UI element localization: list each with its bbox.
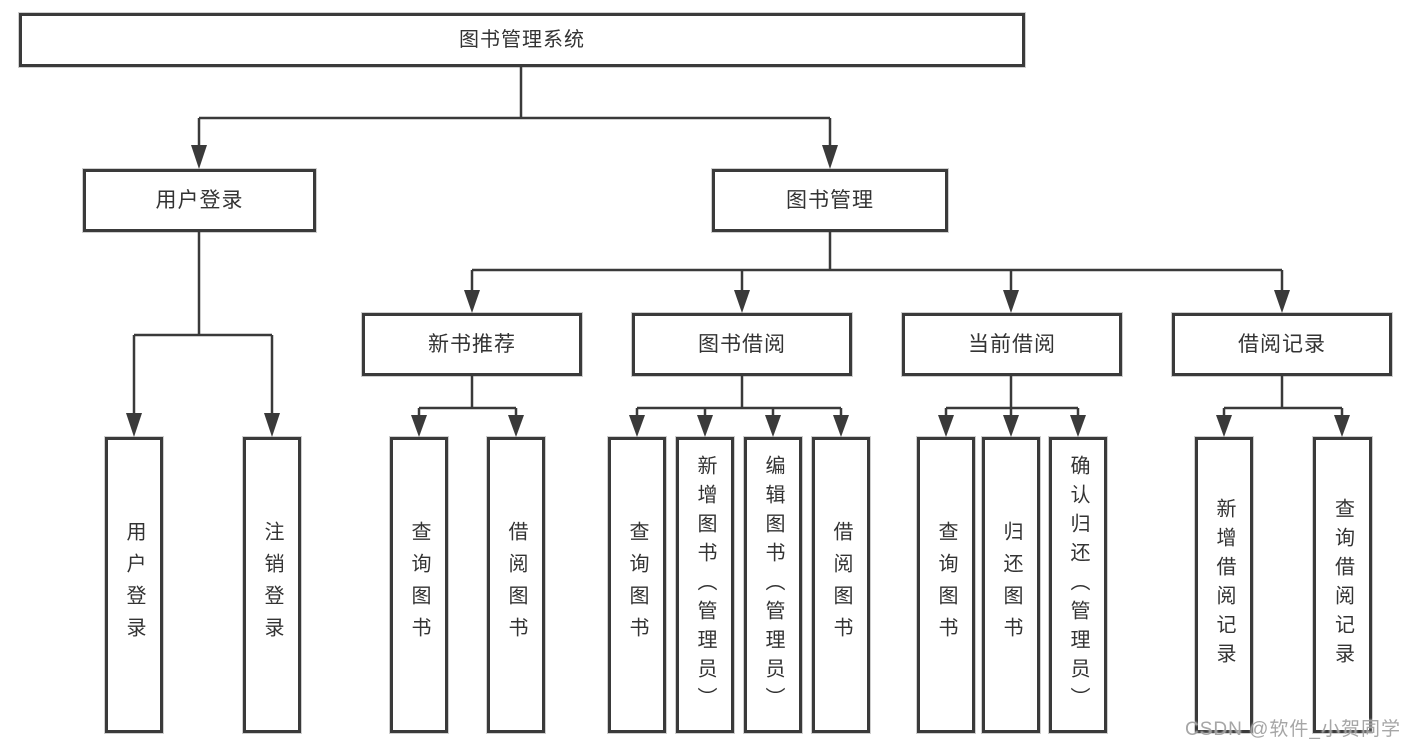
node-borrowing-records: 借阅记录 [1172, 313, 1392, 376]
leaf-borrow-books-recommend: 借阅图书 [487, 437, 545, 733]
node-user-login: 用户登录 [83, 169, 316, 232]
leaf-edit-book-admin: 编辑图书（管理员） [744, 437, 802, 733]
leaf-add-borrow-record: 新增借阅记录 [1195, 437, 1253, 733]
leaf-query-borrow-record: 查询借阅记录 [1313, 437, 1372, 733]
leaf-logout: 注销登录 [243, 437, 301, 733]
csdn-watermark: CSDN @软件_小贺同学 [1185, 719, 1401, 740]
leaf-add-book-admin: 新增图书（管理员） [676, 437, 734, 733]
leaf-query-books-recommend: 查询图书 [390, 437, 448, 733]
leaf-return-book: 归还图书 [982, 437, 1040, 733]
leaf-borrow-books-borrowing: 借阅图书 [812, 437, 870, 733]
leaf-query-books-current: 查询图书 [917, 437, 975, 733]
leaf-confirm-return-admin: 确认归还（管理员） [1049, 437, 1107, 733]
node-book-management: 图书管理 [712, 169, 948, 232]
leaf-query-books-borrowing: 查询图书 [608, 437, 666, 733]
node-current-borrowing: 当前借阅 [902, 313, 1122, 376]
leaf-user-login: 用户登录 [105, 437, 163, 733]
node-new-book-recommendation: 新书推荐 [362, 313, 582, 376]
node-library-management-system: 图书管理系统 [19, 13, 1025, 67]
node-book-borrowing: 图书借阅 [632, 313, 852, 376]
